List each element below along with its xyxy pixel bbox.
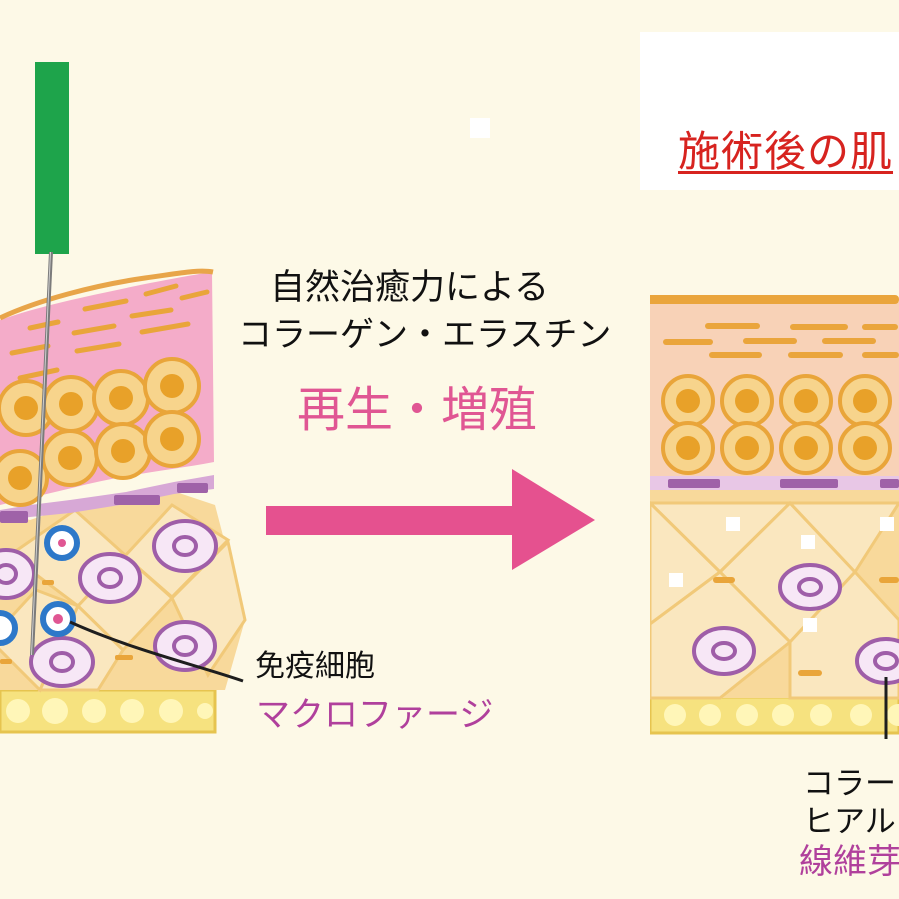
right-membrane-segments — [668, 479, 899, 488]
macrophage-label-line-2: マクロファージ — [256, 695, 494, 735]
right-epidermal-cells — [661, 374, 892, 475]
needle-handle — [35, 62, 69, 254]
macrophage-label-line-1: 免疫細胞 — [255, 649, 375, 684]
left-skin-surface-line — [0, 268, 214, 321]
progress-arrow — [266, 469, 595, 570]
left-membrane-segments — [0, 483, 208, 523]
left-macrophages — [0, 525, 80, 646]
process-line-1: 自然治癒力による — [270, 268, 549, 308]
left-epidermal-cells — [0, 357, 201, 507]
left-small-fibers — [0, 580, 133, 664]
left-basement-dots — [6, 698, 213, 724]
left-skin-section — [0, 268, 247, 734]
right-skin-surface-line — [650, 295, 899, 304]
right-label-line-2: ヒアルロ — [803, 804, 899, 840]
right-collagen-strands — [663, 323, 899, 358]
white-dot — [470, 118, 490, 138]
right-label-line-1: コラー — [803, 766, 896, 802]
right-label-line-3: 線維芽 — [799, 842, 899, 882]
macrophage-leader-line — [69, 620, 244, 683]
left-collagen-strands — [9, 283, 210, 381]
left-basement-membrane — [0, 475, 214, 522]
right-skin-section — [650, 295, 899, 739]
process-line-2: コラーゲン・エラスチン — [238, 315, 612, 355]
title-box: 施術後の肌 — [640, 32, 899, 190]
left-fibroblasts — [0, 519, 218, 688]
process-emphasis: 再生・増殖 — [297, 382, 538, 438]
right-basement-dots — [664, 704, 899, 726]
right-small-fibers — [713, 577, 899, 676]
needle — [30, 62, 69, 655]
right-white-particles — [669, 517, 894, 632]
page-title: 施術後の肌 — [678, 127, 894, 176]
